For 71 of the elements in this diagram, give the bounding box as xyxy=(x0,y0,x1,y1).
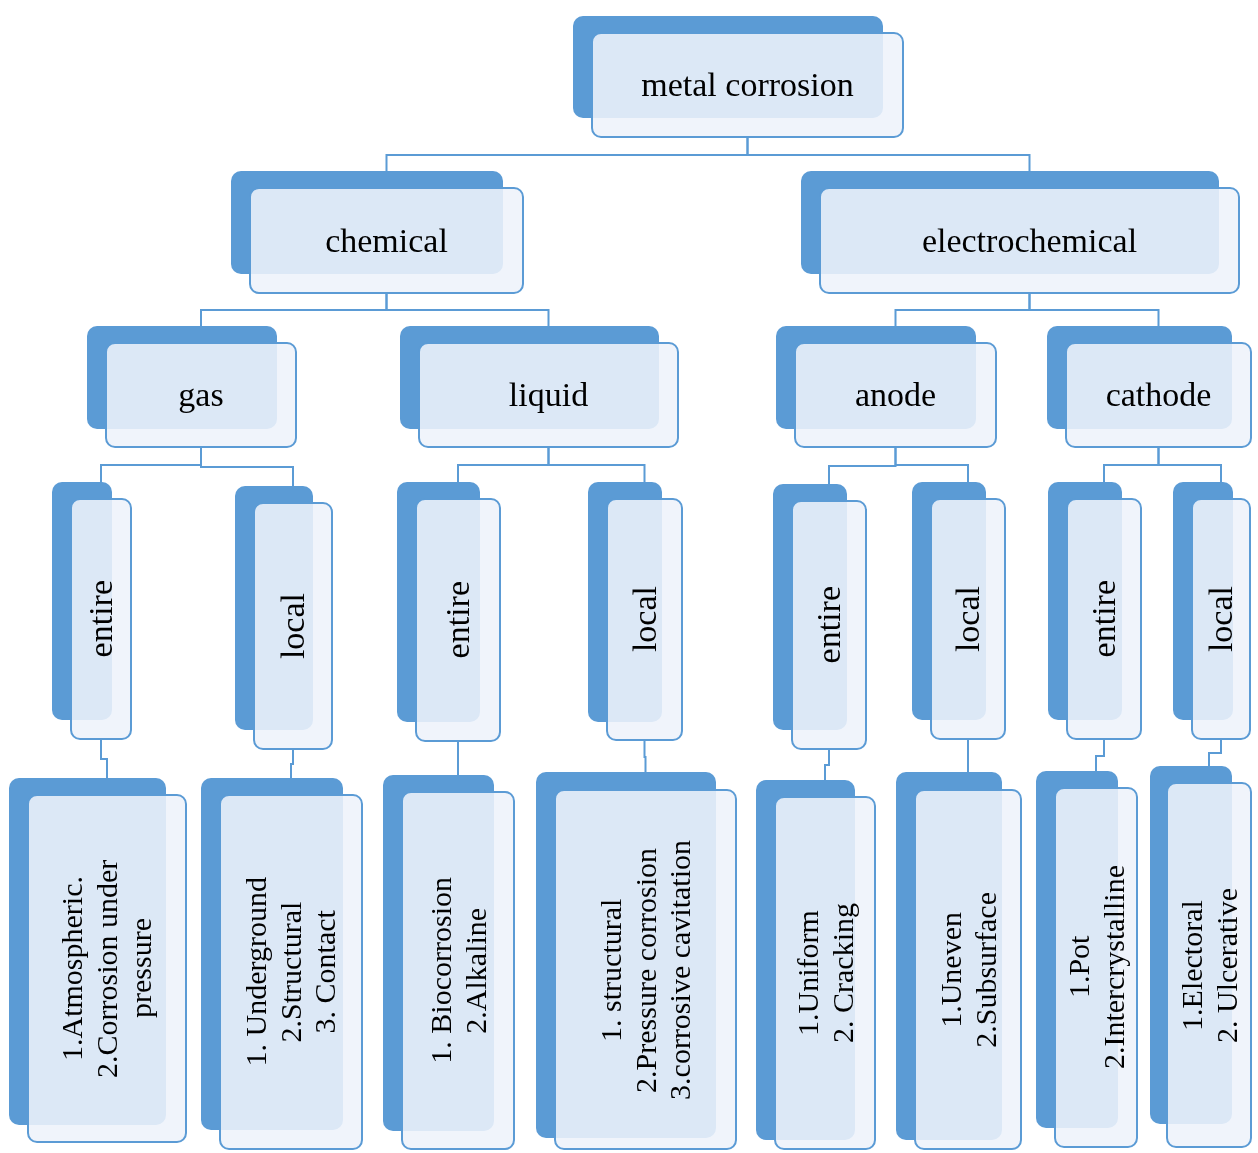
list-item: 1.Uneven xyxy=(933,911,968,1028)
category-box xyxy=(383,775,515,1150)
category-box xyxy=(201,778,363,1150)
connector-line xyxy=(894,447,969,483)
category-box xyxy=(1047,326,1252,448)
list-item: 2. Ulcerative xyxy=(1209,887,1243,1043)
connector-line xyxy=(547,447,646,483)
list-item: 2.Corrosion under pressure xyxy=(89,858,159,1080)
list-item: 3. Contact xyxy=(308,910,343,1034)
category-box xyxy=(235,486,333,750)
category-label: local xyxy=(273,592,313,660)
category-box xyxy=(536,772,737,1150)
category-box xyxy=(400,326,679,448)
category-label: metal corrosion xyxy=(641,66,854,104)
category-box xyxy=(773,484,867,750)
category-box xyxy=(588,482,683,741)
connector-line xyxy=(746,137,1031,172)
category-box xyxy=(1036,771,1138,1148)
category-label: gas xyxy=(178,376,224,414)
category-box xyxy=(756,780,876,1150)
category-box xyxy=(397,482,501,742)
category-box xyxy=(231,171,524,294)
list-item: 1.Electoral xyxy=(1174,899,1209,1031)
category-label: entire xyxy=(81,580,121,658)
category-box xyxy=(912,482,1006,740)
list-item: 1.Pot xyxy=(1061,936,1096,999)
category-label: entire xyxy=(809,586,849,664)
list-item: 1.Atmospheric. xyxy=(55,876,90,1061)
connector-line xyxy=(1157,447,1222,483)
connector-line xyxy=(967,739,969,773)
category-label: entire xyxy=(1084,580,1124,658)
category-box xyxy=(776,326,997,448)
category-label: electrochemical xyxy=(921,221,1138,260)
list-item: 2. Cracking xyxy=(825,903,860,1043)
list-item: 1. structural xyxy=(593,897,628,1042)
list-item: 2.Intercrystalline xyxy=(1096,865,1131,1070)
list-item: 3.corrosive cavitation xyxy=(662,839,697,1100)
list-item: 1.Uniform xyxy=(790,910,825,1036)
list-item: 2.Alkaline xyxy=(458,907,492,1034)
category-box xyxy=(896,772,1022,1150)
list-item: 2.Structural xyxy=(273,901,308,1043)
connector-line xyxy=(643,740,647,773)
connector-line xyxy=(824,749,830,781)
category-box xyxy=(52,482,132,740)
list-item: 2.Subsurface xyxy=(968,891,1002,1048)
category-box xyxy=(9,778,187,1143)
category-label: entire xyxy=(438,581,478,659)
connector-line xyxy=(1028,293,1160,327)
connector-line xyxy=(385,293,550,327)
category-box xyxy=(1173,482,1251,740)
category-label: local xyxy=(1201,585,1241,653)
category-box xyxy=(801,171,1240,294)
connector-line xyxy=(457,741,459,776)
connector-line xyxy=(290,749,294,779)
category-label: cathode xyxy=(1105,376,1212,414)
category-label: chemical xyxy=(325,221,448,260)
list-item: 1. Underground xyxy=(239,877,274,1067)
category-box xyxy=(87,326,297,448)
connector-line xyxy=(200,447,294,487)
category-label: local xyxy=(948,585,988,653)
category-box xyxy=(573,16,904,138)
category-box xyxy=(1150,766,1252,1148)
list-item: 2.Pressure corrosion xyxy=(628,847,663,1092)
connector-line xyxy=(1095,739,1105,772)
category-label: liquid xyxy=(508,376,589,414)
category-label: local xyxy=(624,586,664,653)
connector-line xyxy=(1208,739,1222,767)
list-item: 1. Biocorrosion xyxy=(423,877,458,1064)
connector-line xyxy=(100,739,108,779)
category-box xyxy=(1048,482,1142,740)
category-label: anode xyxy=(854,376,937,414)
